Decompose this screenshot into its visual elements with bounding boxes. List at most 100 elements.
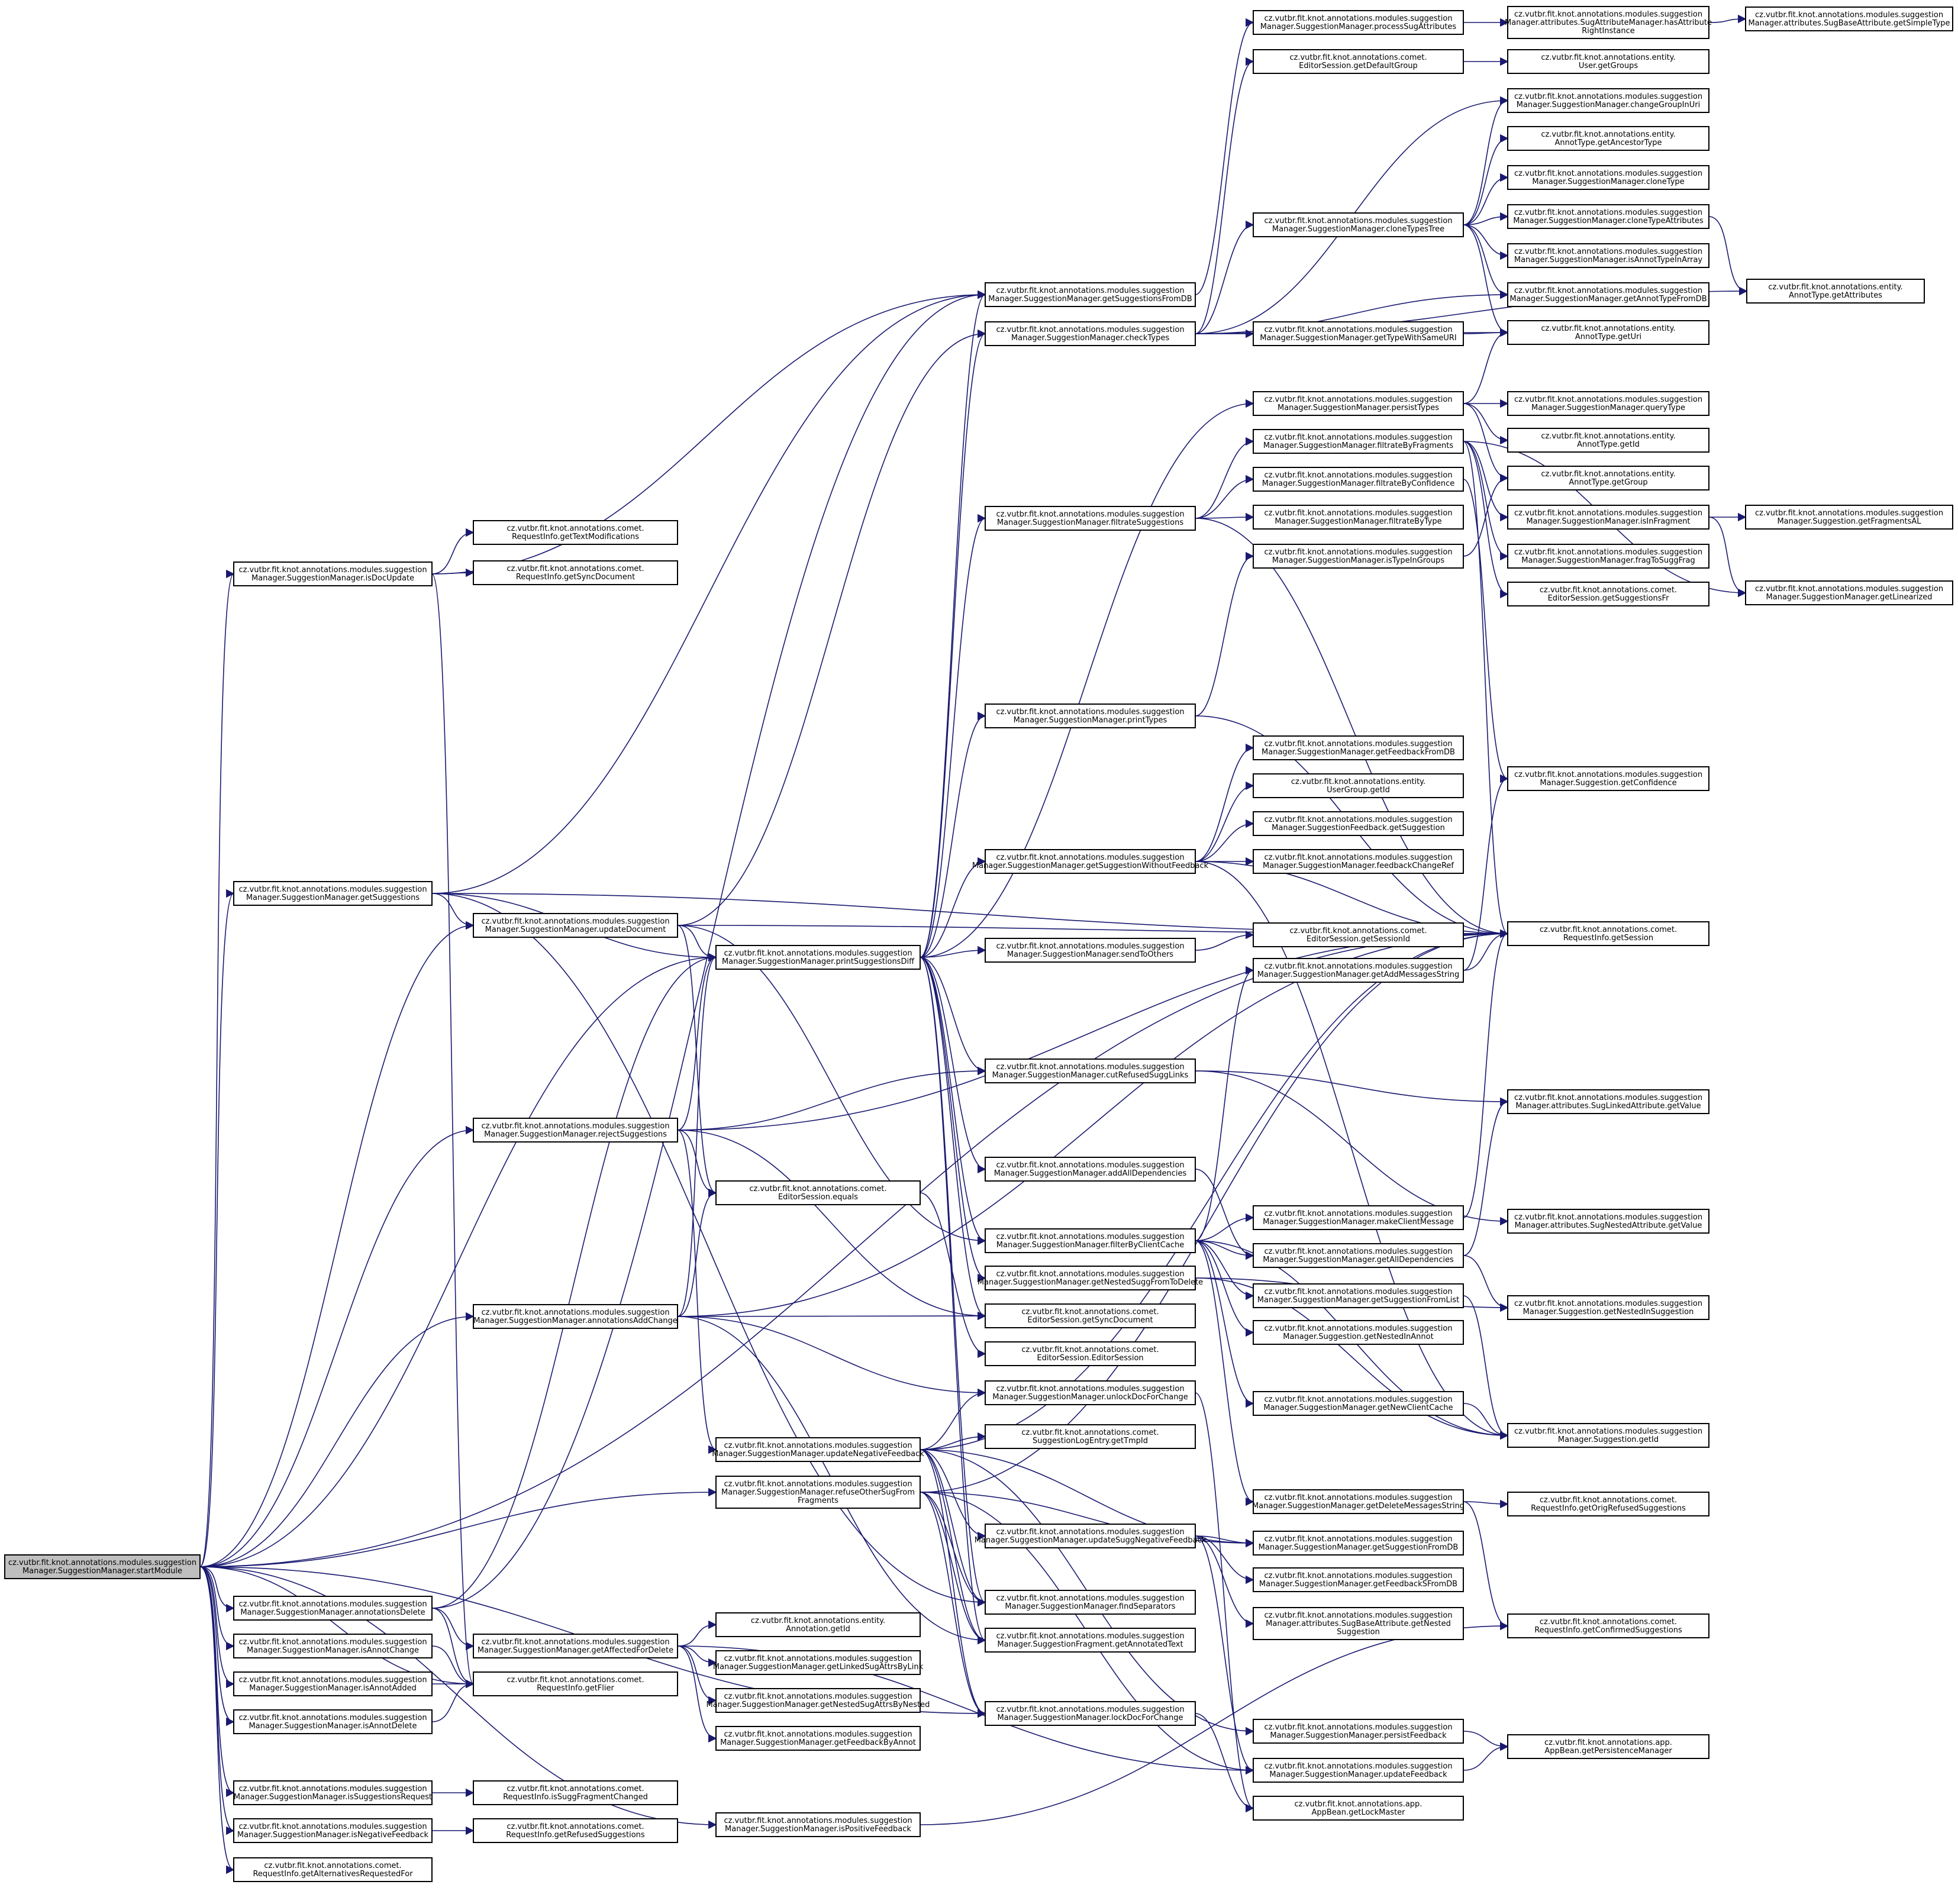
node-getFlier[interactable]: cz.vutbr.fit.knot.annotations.comet.Requ… bbox=[473, 1671, 678, 1696]
node-startModule[interactable]: cz.vutbr.fit.knot.annotations.modules.su… bbox=[4, 1554, 201, 1579]
node-getSimpleType[interactable]: cz.vutbr.fit.knot.annotations.modules.su… bbox=[1745, 7, 1953, 31]
node-filtrateByType[interactable]: cz.vutbr.fit.knot.annotations.modules.su… bbox=[1253, 505, 1464, 530]
node-getAncestorType[interactable]: cz.vutbr.fit.knot.annotations.entity.Ann… bbox=[1507, 126, 1709, 151]
node-sugLinkedGetValue[interactable]: cz.vutbr.fit.knot.annotations.modules.su… bbox=[1507, 1089, 1709, 1114]
node-getSuggestions[interactable]: cz.vutbr.fit.knot.annotations.modules.su… bbox=[233, 881, 433, 906]
node-changeGroupInUri[interactable]: cz.vutbr.fit.knot.annotations.modules.su… bbox=[1507, 88, 1709, 113]
node-queryType[interactable]: cz.vutbr.fit.knot.annotations.modules.su… bbox=[1507, 391, 1709, 416]
node-cloneTypesTree[interactable]: cz.vutbr.fit.knot.annotations.modules.su… bbox=[1253, 212, 1464, 237]
node-sendToOthers[interactable]: cz.vutbr.fit.knot.annotations.modules.su… bbox=[985, 938, 1196, 963]
node-getFeedbackByAnnot[interactable]: cz.vutbr.fit.knot.annotations.modules.su… bbox=[715, 1726, 921, 1751]
node-userGroupGetId[interactable]: cz.vutbr.fit.knot.annotations.entity.Use… bbox=[1253, 773, 1464, 798]
node-getLockMaster[interactable]: cz.vutbr.fit.knot.annotations.app.AppBea… bbox=[1253, 1796, 1464, 1821]
node-getSuggestionFromDB[interactable]: cz.vutbr.fit.knot.annotations.modules.su… bbox=[1253, 1531, 1464, 1556]
node-getNestedSuggFromToDelete[interactable]: cz.vutbr.fit.knot.annotations.modules.su… bbox=[978, 1266, 1203, 1290]
node-getAffectedForDelete[interactable]: cz.vutbr.fit.knot.annotations.modules.su… bbox=[473, 1634, 678, 1658]
node-annotTypeGetUri[interactable]: cz.vutbr.fit.knot.annotations.entity.Ann… bbox=[1507, 320, 1709, 345]
node-getAnnotatedText[interactable]: cz.vutbr.fit.knot.annotations.modules.su… bbox=[985, 1628, 1196, 1653]
node-getTmpId[interactable]: cz.vutbr.fit.knot.annotations.comet.Sugg… bbox=[985, 1424, 1196, 1449]
node-editorGetSyncDocument[interactable]: cz.vutbr.fit.knot.annotations.comet.Edit… bbox=[985, 1303, 1196, 1328]
node-filtrateByConfidence[interactable]: cz.vutbr.fit.knot.annotations.modules.su… bbox=[1253, 467, 1464, 492]
node-annotationsDelete[interactable]: cz.vutbr.fit.knot.annotations.modules.su… bbox=[233, 1596, 433, 1621]
node-isTypeInGroups[interactable]: cz.vutbr.fit.knot.annotations.modules.su… bbox=[1253, 544, 1464, 569]
node-getConfirmedSuggestions[interactable]: cz.vutbr.fit.knot.annotations.comet.Requ… bbox=[1507, 1613, 1709, 1638]
node-feedbackChangeRef[interactable]: cz.vutbr.fit.knot.annotations.modules.su… bbox=[1253, 849, 1464, 874]
node-getNestedInSuggestion[interactable]: cz.vutbr.fit.knot.annotations.modules.su… bbox=[1507, 1295, 1709, 1320]
node-updateSuggNegativeFeedback[interactable]: cz.vutbr.fit.knot.annotations.modules.su… bbox=[975, 1524, 1207, 1548]
node-isNegativeFeedback[interactable]: cz.vutbr.fit.knot.annotations.modules.su… bbox=[233, 1818, 433, 1843]
node-checkTypes[interactable]: cz.vutbr.fit.knot.annotations.modules.su… bbox=[985, 321, 1196, 346]
node-getAllDependencies[interactable]: cz.vutbr.fit.knot.annotations.modules.su… bbox=[1253, 1243, 1464, 1268]
node-suggestionGetId[interactable]: cz.vutbr.fit.knot.annotations.modules.su… bbox=[1507, 1423, 1709, 1448]
node-isPositiveFeedback[interactable]: cz.vutbr.fit.knot.annotations.modules.su… bbox=[715, 1812, 921, 1837]
node-getSuggestionsFr[interactable]: cz.vutbr.fit.knot.annotations.comet.Edit… bbox=[1507, 582, 1709, 606]
node-lockDocForChange[interactable]: cz.vutbr.fit.knot.annotations.modules.su… bbox=[985, 1701, 1196, 1726]
node-getDeleteMessagesString[interactable]: cz.vutbr.fit.knot.annotations.modules.su… bbox=[1252, 1489, 1465, 1514]
node-isSuggestionsRequest[interactable]: cz.vutbr.fit.knot.annotations.modules.su… bbox=[233, 1780, 433, 1805]
node-isAnnotAdded[interactable]: cz.vutbr.fit.knot.annotations.modules.su… bbox=[233, 1671, 433, 1696]
node-hasAttributeRightInstance[interactable]: cz.vutbr.fit.knot.annotations.modules.su… bbox=[1505, 6, 1712, 39]
node-sugNestedGetValue[interactable]: cz.vutbr.fit.knot.annotations.modules.su… bbox=[1507, 1209, 1709, 1234]
node-getSuggestionsFromDB[interactable]: cz.vutbr.fit.knot.annotations.modules.su… bbox=[985, 282, 1196, 307]
node-filtrateByFragments[interactable]: cz.vutbr.fit.knot.annotations.modules.su… bbox=[1253, 429, 1464, 454]
node-updateDocument[interactable]: cz.vutbr.fit.knot.annotations.modules.su… bbox=[473, 913, 678, 938]
node-updateFeedback[interactable]: cz.vutbr.fit.knot.annotations.modules.su… bbox=[1253, 1758, 1464, 1783]
node-getNewClientCache[interactable]: cz.vutbr.fit.knot.annotations.modules.su… bbox=[1253, 1391, 1464, 1416]
node-makeClientMessage[interactable]: cz.vutbr.fit.knot.annotations.modules.su… bbox=[1253, 1205, 1464, 1230]
node-cloneType[interactable]: cz.vutbr.fit.knot.annotations.modules.su… bbox=[1507, 165, 1709, 190]
node-getAddMessagesString[interactable]: cz.vutbr.fit.knot.annotations.modules.su… bbox=[1253, 958, 1464, 983]
node-isAnnotTypeInArray[interactable]: cz.vutbr.fit.knot.annotations.modules.su… bbox=[1507, 243, 1709, 268]
node-getFeedbackSFromDB[interactable]: cz.vutbr.fit.knot.annotations.modules.su… bbox=[1253, 1567, 1464, 1592]
node-refuseOtherSugFromFragments[interactable]: cz.vutbr.fit.knot.annotations.modules.su… bbox=[715, 1476, 921, 1509]
node-getAnnotTypeFromDB[interactable]: cz.vutbr.fit.knot.annotations.modules.su… bbox=[1507, 282, 1709, 307]
node-getSuggestionFromList[interactable]: cz.vutbr.fit.knot.annotations.modules.su… bbox=[1253, 1283, 1464, 1308]
node-unlockDocForChange[interactable]: cz.vutbr.fit.knot.annotations.modules.su… bbox=[985, 1380, 1196, 1405]
node-annotationsAddChange[interactable]: cz.vutbr.fit.knot.annotations.modules.su… bbox=[473, 1304, 678, 1329]
node-getGroups[interactable]: cz.vutbr.fit.knot.annotations.entity.Use… bbox=[1507, 49, 1709, 74]
node-printTypes[interactable]: cz.vutbr.fit.knot.annotations.modules.su… bbox=[985, 703, 1196, 728]
node-isInFragment[interactable]: cz.vutbr.fit.knot.annotations.modules.su… bbox=[1507, 505, 1709, 530]
node-getFeedbackFromDB[interactable]: cz.vutbr.fit.knot.annotations.modules.su… bbox=[1253, 735, 1464, 760]
node-processSugAttributes[interactable]: cz.vutbr.fit.knot.annotations.modules.su… bbox=[1253, 10, 1464, 35]
node-annotTypeGetGroup[interactable]: cz.vutbr.fit.knot.annotations.entity.Ann… bbox=[1507, 466, 1709, 490]
node-rejectSuggestions[interactable]: cz.vutbr.fit.knot.annotations.modules.su… bbox=[473, 1118, 678, 1143]
node-getAlternativesRequestedFor[interactable]: cz.vutbr.fit.knot.annotations.comet.Requ… bbox=[233, 1857, 433, 1882]
node-getOrigRefusedSuggestions[interactable]: cz.vutbr.fit.knot.annotations.comet.Requ… bbox=[1507, 1492, 1709, 1516]
node-cloneTypeAttributes[interactable]: cz.vutbr.fit.knot.annotations.modules.su… bbox=[1507, 204, 1709, 229]
node-getFragmentsAL[interactable]: cz.vutbr.fit.knot.annotations.modules.su… bbox=[1745, 505, 1953, 530]
node-annotTypeGetId[interactable]: cz.vutbr.fit.knot.annotations.entity.Ann… bbox=[1507, 428, 1709, 453]
node-filtrateSuggestions[interactable]: cz.vutbr.fit.knot.annotations.modules.su… bbox=[985, 506, 1196, 531]
node-getRefusedSuggestions[interactable]: cz.vutbr.fit.knot.annotations.comet.Requ… bbox=[473, 1818, 678, 1843]
node-getLinearized[interactable]: cz.vutbr.fit.knot.annotations.modules.su… bbox=[1745, 580, 1953, 605]
node-editorEquals[interactable]: cz.vutbr.fit.knot.annotations.comet.Edit… bbox=[715, 1180, 921, 1205]
node-riGetSession[interactable]: cz.vutbr.fit.knot.annotations.comet.Requ… bbox=[1507, 921, 1709, 946]
node-isSuggFragmentChanged[interactable]: cz.vutbr.fit.knot.annotations.comet.Requ… bbox=[473, 1780, 678, 1805]
node-annotationGetId[interactable]: cz.vutbr.fit.knot.annotations.entity.Ann… bbox=[715, 1612, 921, 1637]
node-getTextModifications[interactable]: cz.vutbr.fit.knot.annotations.comet.Requ… bbox=[473, 520, 678, 545]
node-addAllDependencies[interactable]: cz.vutbr.fit.knot.annotations.modules.su… bbox=[985, 1157, 1196, 1182]
node-getLinkedSugAttrsByLink[interactable]: cz.vutbr.fit.knot.annotations.modules.su… bbox=[713, 1650, 924, 1675]
node-persistFeedback[interactable]: cz.vutbr.fit.knot.annotations.modules.su… bbox=[1253, 1719, 1464, 1744]
node-annotTypeGetAttributes[interactable]: cz.vutbr.fit.knot.annotations.entity.Ann… bbox=[1746, 279, 1925, 304]
node-isAnnotChange[interactable]: cz.vutbr.fit.knot.annotations.modules.su… bbox=[233, 1634, 433, 1658]
node-getPersistenceManager[interactable]: cz.vutbr.fit.knot.annotations.app.AppBea… bbox=[1507, 1734, 1709, 1759]
node-updateNegativeFeedback[interactable]: cz.vutbr.fit.knot.annotations.modules.su… bbox=[712, 1437, 924, 1462]
node-fragToSuggFrag[interactable]: cz.vutbr.fit.knot.annotations.modules.su… bbox=[1507, 544, 1709, 569]
node-editorEditorSession[interactable]: cz.vutbr.fit.knot.annotations.comet.Edit… bbox=[985, 1341, 1196, 1366]
node-getConfidence[interactable]: cz.vutbr.fit.knot.annotations.modules.su… bbox=[1507, 766, 1709, 791]
node-getSyncDocumentRI[interactable]: cz.vutbr.fit.knot.annotations.comet.Requ… bbox=[473, 560, 678, 585]
node-feedbackGetSuggestion[interactable]: cz.vutbr.fit.knot.annotations.modules.su… bbox=[1253, 811, 1464, 836]
node-isAnnotDelete[interactable]: cz.vutbr.fit.knot.annotations.modules.su… bbox=[233, 1709, 433, 1734]
node-getSuggestionWithoutFeedback[interactable]: cz.vutbr.fit.knot.annotations.modules.su… bbox=[972, 849, 1209, 874]
node-getSessionId[interactable]: cz.vutbr.fit.knot.annotations.comet.Edit… bbox=[1253, 922, 1464, 947]
node-getTypeWithSameURI[interactable]: cz.vutbr.fit.knot.annotations.modules.su… bbox=[1253, 321, 1464, 346]
node-printSuggestionsDiff[interactable]: cz.vutbr.fit.knot.annotations.modules.su… bbox=[715, 945, 921, 970]
node-getNestedInAnnot[interactable]: cz.vutbr.fit.knot.annotations.modules.su… bbox=[1253, 1320, 1464, 1345]
node-findSeparators[interactable]: cz.vutbr.fit.knot.annotations.modules.su… bbox=[985, 1590, 1196, 1615]
node-sugBaseGetNestedSuggestion[interactable]: cz.vutbr.fit.knot.annotations.modules.su… bbox=[1253, 1607, 1464, 1640]
node-getDefaultGroup[interactable]: cz.vutbr.fit.knot.annotations.comet.Edit… bbox=[1253, 49, 1464, 74]
node-filterByClientCache[interactable]: cz.vutbr.fit.knot.annotations.modules.su… bbox=[985, 1228, 1196, 1253]
node-cutRefusedSuggLinks[interactable]: cz.vutbr.fit.knot.annotations.modules.su… bbox=[985, 1059, 1196, 1083]
node-getNestedSugAttrsByNested[interactable]: cz.vutbr.fit.knot.annotations.modules.su… bbox=[707, 1688, 930, 1713]
node-isDocUpdate[interactable]: cz.vutbr.fit.knot.annotations.modules.su… bbox=[233, 561, 433, 586]
